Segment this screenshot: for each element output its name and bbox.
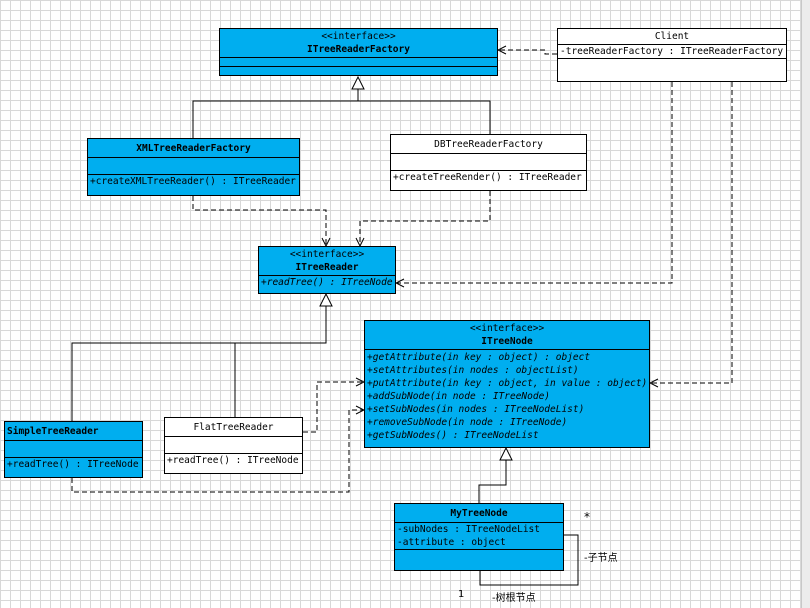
db-factory-realizes-tree-reader-factory: [358, 100, 491, 134]
operations-section: [395, 549, 563, 550]
operation-item: +removeSubNode(in node : ITreeNode): [367, 417, 568, 428]
class-header: XMLTreeReaderFactory: [88, 139, 299, 157]
flat-reader-depends-tree-node: [303, 382, 364, 433]
class-name: ITreeNode: [481, 336, 533, 347]
class-header: <<interface>> ITreeReaderFactory: [220, 29, 497, 57]
attribute-item: -treeReaderFactory : ITreeReaderFactory: [560, 46, 784, 57]
my-tree-node-realizes-tree-node: [478, 448, 506, 503]
class-header: <<interface>> ITreeNode: [365, 321, 649, 349]
operations-section: +readTree() : ITreeNode: [259, 275, 395, 289]
class-client[interactable]: Client -treeReaderFactory : ITreeReaderF…: [557, 28, 787, 82]
stereotype-label: <<interface>>: [321, 31, 396, 42]
class-name: Client: [654, 31, 690, 42]
operation-item: +putAttribute(in key : object, in value …: [367, 378, 648, 389]
operation-item: +createXMLTreeReader() : ITreeReader: [90, 176, 296, 187]
xml-factory-depends-tree-reader: [192, 196, 326, 246]
class-name: ITreeReader: [295, 262, 359, 273]
my-tree-node-self-composition: [475, 534, 579, 586]
class-header: FlatTreeReader: [165, 418, 302, 436]
class-header: DBTreeReaderFactory: [391, 135, 586, 153]
operation-item: +getSubNodes() : ITreeNodeList: [367, 430, 539, 441]
operation-item: +createTreeRender() : ITreeReader: [393, 172, 582, 183]
class-tree-reader[interactable]: <<interface>> ITreeReader +readTree() : …: [258, 246, 396, 294]
attributes-section: [5, 440, 142, 457]
vertical-scrollbar[interactable]: [801, 0, 810, 608]
multiplicity-many-label: *: [584, 510, 590, 524]
class-name: ITreeReaderFactory: [307, 44, 410, 55]
class-name: SimpleTreeReader: [7, 426, 99, 437]
operations-section: +createTreeRender() : ITreeReader: [391, 170, 586, 184]
operations-section: +readTree() : ITreeNode: [165, 453, 302, 467]
class-flat-tree-reader[interactable]: FlatTreeReader +readTree() : ITreeNode: [164, 417, 303, 474]
operation-item: +getAttribute(in key : object) : object: [367, 352, 591, 363]
simple-reader-depends-tree-node: [71, 410, 364, 493]
operation-item: +readTree() : ITreeNode: [167, 455, 299, 466]
attributes-section: [165, 436, 302, 453]
root-role-label: -树根节点: [492, 593, 536, 604]
class-header: MyTreeNode: [395, 504, 563, 522]
operation-item: +setSubNodes(in nodes : ITreeNodeList): [367, 404, 585, 415]
class-my-tree-node[interactable]: MyTreeNode -subNodes : ITreeNodeList -at…: [394, 503, 564, 571]
class-name: DBTreeReaderFactory: [434, 139, 543, 150]
operations-section: +getAttribute(in key : object) : object …: [365, 349, 649, 442]
class-header: Client: [558, 29, 786, 44]
operation-item: +addSubNode(in node : ITreeNode): [367, 391, 551, 402]
class-name: XMLTreeReaderFactory: [136, 143, 251, 154]
operations-section: +readTree() : ITreeNode: [5, 457, 142, 471]
client-depends-tree-node: [650, 82, 733, 383]
class-header: <<interface>> ITreeReader: [259, 247, 395, 275]
multiplicity-one-label: 1: [458, 589, 465, 600]
class-tree-node[interactable]: <<interface>> ITreeNode +getAttribute(in…: [364, 320, 650, 448]
class-db-tree-reader-factory[interactable]: DBTreeReaderFactory +createTreeRender() …: [390, 134, 587, 191]
xml-factory-realizes-tree-reader-factory: [192, 77, 358, 138]
class-name: MyTreeNode: [450, 508, 508, 519]
child-role-label: -子节点: [584, 553, 618, 564]
class-name: FlatTreeReader: [193, 422, 274, 433]
attributes-section: [88, 157, 299, 174]
operation-item: +setAttributes(in nodes : objectList): [367, 365, 579, 376]
class-tree-reader-factory[interactable]: <<interface>> ITreeReaderFactory: [219, 28, 498, 76]
client-to-tree-reader-factory: [498, 50, 557, 55]
attributes-section: [220, 57, 497, 66]
stereotype-label: <<interface>>: [289, 249, 365, 260]
attributes-section: -treeReaderFactory : ITreeReaderFactory: [558, 44, 786, 58]
operations-section: [220, 66, 497, 67]
operation-item: +readTree() : ITreeNode: [7, 459, 139, 470]
operation-item: +readTree() : ITreeNode: [261, 277, 393, 288]
class-xml-tree-reader-factory[interactable]: XMLTreeReaderFactory +createXMLTreeReade…: [87, 138, 300, 196]
operations-section: [558, 58, 786, 59]
attributes-section: [391, 153, 586, 170]
operations-section: +createXMLTreeReader() : ITreeReader: [88, 174, 299, 188]
simple-reader-realizes-tree-reader: [71, 294, 326, 421]
attribute-item: -subNodes : ITreeNodeList: [397, 524, 540, 535]
db-factory-depends-tree-reader: [360, 191, 491, 246]
class-simple-tree-reader[interactable]: SimpleTreeReader +readTree() : ITreeNode: [4, 421, 143, 478]
class-header: SimpleTreeReader: [5, 422, 142, 440]
client-depends-tree-reader: [396, 82, 673, 283]
stereotype-label: <<interface>>: [469, 323, 545, 334]
attribute-item: -attribute : object: [397, 537, 506, 548]
attributes-section: -subNodes : ITreeNodeList -attribute : o…: [395, 522, 563, 549]
